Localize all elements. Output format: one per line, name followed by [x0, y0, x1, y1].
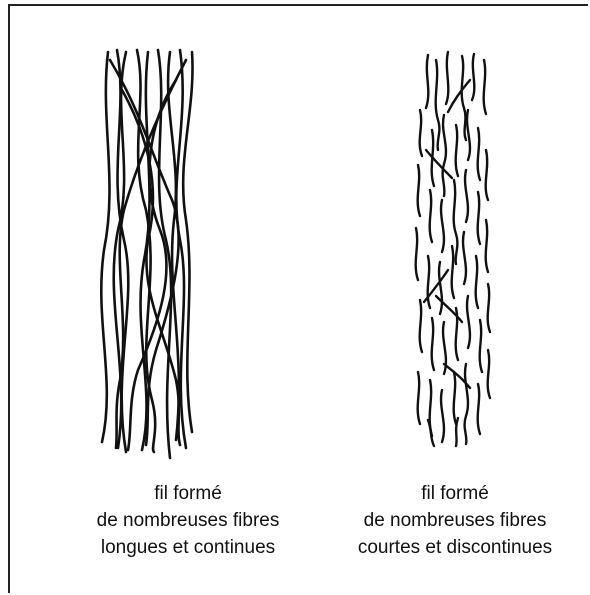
caption-right-line-3: courtes et discontinues: [325, 534, 585, 561]
caption-long-fibers: fil formé de nombreuses fibres longues e…: [58, 480, 318, 561]
caption-right-line-1: fil formé: [325, 480, 585, 507]
caption-short-fibers: fil formé de nombreuses fibres courtes e…: [325, 480, 585, 561]
caption-left-line-2: de nombreuses fibres: [58, 507, 318, 534]
caption-right-line-2: de nombreuses fibres: [325, 507, 585, 534]
caption-left-line-3: longues et continues: [58, 534, 318, 561]
caption-left-line-1: fil formé: [58, 480, 318, 507]
